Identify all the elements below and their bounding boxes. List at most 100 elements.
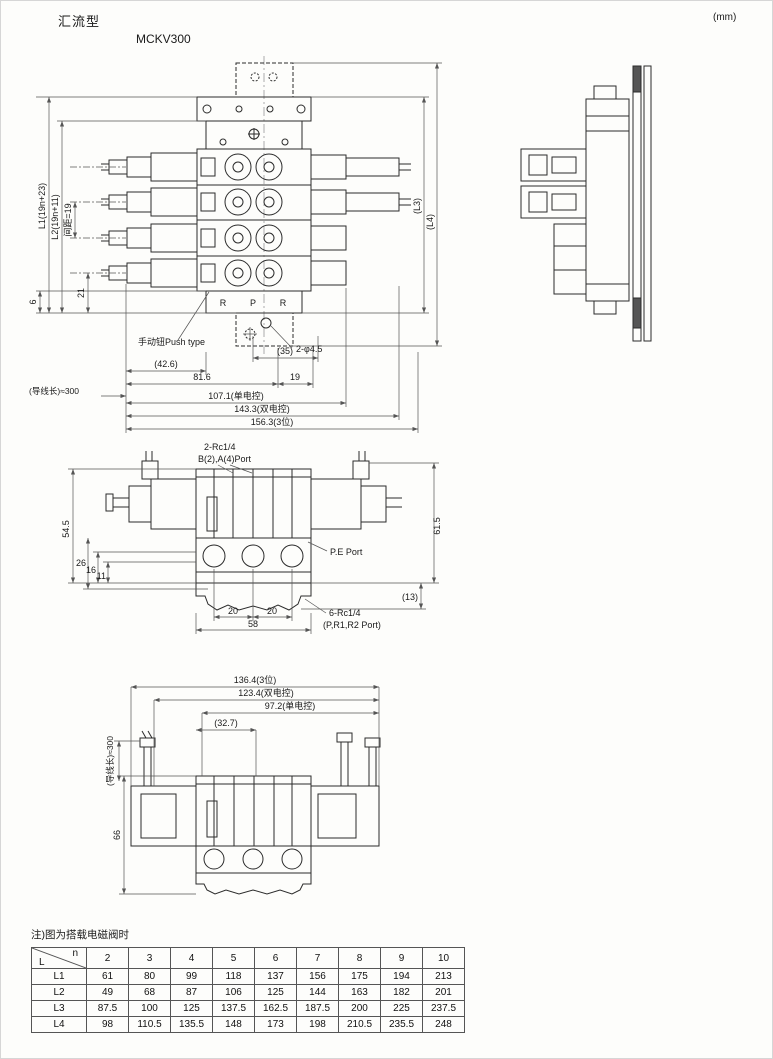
cell: 173 — [254, 1016, 297, 1033]
dim-32-7-label: (32.7) — [214, 718, 238, 728]
cell: 80 — [128, 968, 171, 985]
table-header-row: n L 2 3 4 5 6 7 8 9 10 — [31, 947, 465, 969]
cell: 144 — [296, 984, 339, 1001]
corner-diagonal — [32, 948, 86, 968]
model-label: MCKV300 — [136, 32, 191, 46]
cell: 110.5 — [128, 1016, 171, 1033]
cell: 235.5 — [380, 1016, 423, 1033]
dim-21-label: 21 — [76, 288, 86, 298]
cell: 187.5 — [296, 1000, 339, 1017]
row-label: L4 — [31, 1016, 87, 1033]
cell: 49 — [86, 984, 129, 1001]
dim-61-5-label: 61.5 — [432, 517, 442, 535]
cell: 194 — [380, 968, 423, 985]
cell: 68 — [128, 984, 171, 1001]
wire-length-label: (导线长)≈300 — [29, 386, 79, 396]
manifold-side-view — [520, 65, 652, 342]
dim-143-label: 143.3(双电控) — [234, 403, 290, 414]
cell: 61 — [86, 968, 129, 985]
port-r1-label: R — [220, 298, 227, 308]
col-header: 9 — [380, 947, 423, 969]
cell: 163 — [338, 984, 381, 1001]
manifold-front-view — [101, 62, 411, 347]
dim-66-label: 66 — [112, 830, 122, 840]
cell: 201 — [422, 984, 465, 1001]
col-header: 8 — [338, 947, 381, 969]
dimension-lines-bottom — [114, 684, 380, 895]
dim-pitch-label: 间距=19 — [62, 203, 73, 236]
cell: 198 — [296, 1016, 339, 1033]
port-r2-label: R — [280, 298, 287, 308]
cell: 248 — [422, 1016, 465, 1033]
dimension-labels-top: L1(19n+23) L2(19n+11) 间距=19 21 6 (L3) (L… — [28, 183, 435, 427]
drawing-width-view: 136.4(3位) 123.4(双电控) 97.2(单电控) (32.7) (导… — [105, 674, 381, 895]
valve-width-body — [130, 730, 381, 895]
cell: 125 — [170, 1000, 213, 1017]
dim-26-label: 26 — [76, 558, 86, 568]
dim-l2-label: L2(19n+11) — [50, 194, 60, 240]
col-header: 5 — [212, 947, 255, 969]
cell: 87 — [170, 984, 213, 1001]
col-header: 7 — [296, 947, 339, 969]
cell: 99 — [170, 968, 213, 985]
dim-20a-label: 20 — [228, 606, 238, 616]
dim-20b-label: 20 — [267, 606, 277, 616]
cell: 100 — [128, 1000, 171, 1017]
dim-16-label: 16 — [86, 565, 96, 575]
wire-length-label-2: (导线长)≈300 — [105, 736, 115, 786]
push-type-label: 手动钮Push type — [138, 336, 205, 347]
dim-81-6-label: 81.6 — [193, 372, 211, 382]
dim-11-label: 11 — [97, 571, 106, 581]
dim-54-5-label: 54.5 — [61, 520, 71, 538]
cell: 237.5 — [422, 1000, 465, 1017]
dim-l3-label: (L3) — [412, 198, 422, 214]
cell: 118 — [212, 968, 255, 985]
row-label: L1 — [31, 968, 87, 985]
port-pr-label: (P,R1,R2 Port) — [323, 620, 381, 630]
drawing-manifold-front-and-side-view: L1(19n+23) L2(19n+11) 间距=19 21 6 (L3) (L… — [28, 56, 652, 433]
dim-97-label: 97.2(单电控) — [265, 700, 316, 711]
dim-107-label: 107.1(单电控) — [208, 390, 264, 401]
unit-label: (mm) — [713, 12, 737, 23]
dim-156-label: 156.3(3位) — [251, 416, 294, 427]
dimension-table: n L 2 3 4 5 6 7 8 9 10 L1 61 80 99 118 1… — [31, 947, 465, 1033]
dim-42-6-label: (42.6) — [154, 359, 178, 369]
dim-13-label: (13) — [402, 592, 418, 602]
port-ba-label: B(2),A(4)Port — [198, 454, 252, 464]
type-label: 汇流型 — [58, 14, 101, 29]
valve-port-body — [105, 451, 402, 611]
cell: 137 — [254, 968, 297, 985]
dim-l4-label: (L4) — [425, 214, 435, 230]
rc2-label: 2-Rc1/4 — [204, 442, 236, 452]
row-label: L2 — [31, 984, 87, 1001]
col-header: 4 — [170, 947, 213, 969]
row-label: L3 — [31, 1000, 87, 1017]
dimension-labels-mid: 2-Rc1/4 B(2),A(4)Port 54.5 26 16 11 61.5… — [61, 442, 442, 630]
dim-123-label: 123.4(双电控) — [238, 687, 294, 698]
drawing-port-view: 2-Rc1/4 B(2),A(4)Port 54.5 26 16 11 61.5… — [61, 442, 442, 634]
hole-dia-label: 2-φ4.5 — [296, 344, 322, 354]
col-header: 3 — [128, 947, 171, 969]
cell: 210.5 — [338, 1016, 381, 1033]
corner-cell: n L — [31, 947, 87, 969]
corner-n-label: n — [72, 948, 78, 959]
table-row: L3 87.5 100 125 137.5 162.5 187.5 200 22… — [31, 1000, 465, 1017]
cell: 175 — [338, 968, 381, 985]
cell: 162.5 — [254, 1000, 297, 1017]
pe-port-label: P.E Port — [330, 547, 363, 557]
cell: 135.5 — [170, 1016, 213, 1033]
cell: 200 — [338, 1000, 381, 1017]
col-header: 2 — [86, 947, 129, 969]
col-header: 6 — [254, 947, 297, 969]
cell: 137.5 — [212, 1000, 255, 1017]
table-row: L4 98 110.5 135.5 148 173 198 210.5 235.… — [31, 1016, 465, 1033]
corner-l-label: L — [39, 957, 45, 968]
cell: 87.5 — [86, 1000, 129, 1017]
rc6-label: 6-Rc1/4 — [329, 608, 361, 618]
dim-6-label: 6 — [28, 299, 38, 304]
dim-35-label: (35) — [277, 346, 293, 356]
dim-l1-label: L1(19n+23) — [37, 183, 47, 229]
dim-136-label: 136.4(3位) — [234, 674, 277, 685]
dim-58-label: 58 — [248, 619, 258, 629]
